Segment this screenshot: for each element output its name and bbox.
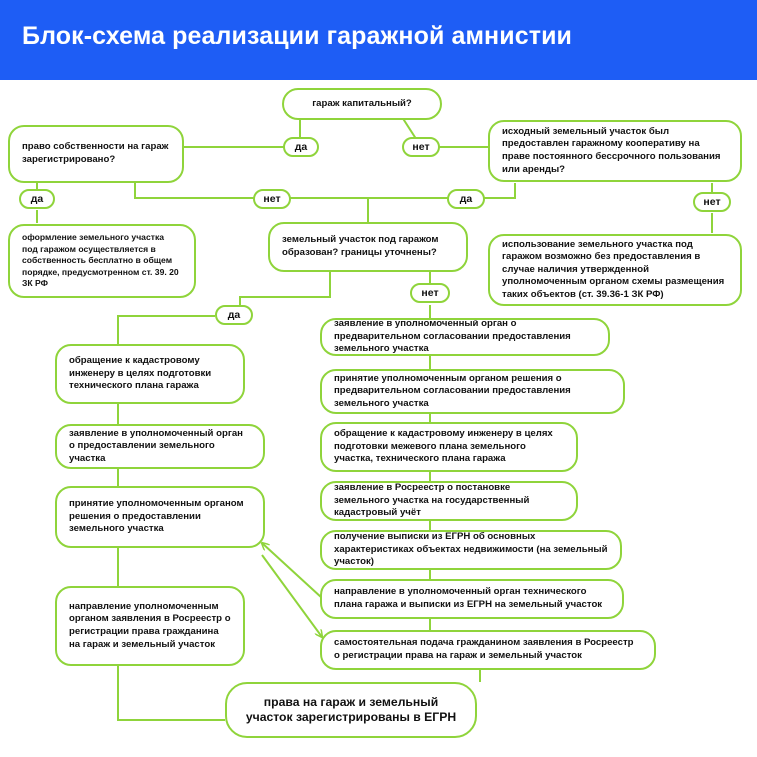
left-step-cadastral-engineer-text: обращение к кадастровому инженеру в целя… bbox=[69, 355, 212, 392]
right-step-egrn-extract: получение выписки из ЕГРН об основных ха… bbox=[320, 530, 622, 570]
label-no-land-provided: нет bbox=[693, 192, 731, 212]
final-rights-registered-text: права на гараж и земельный участок зарег… bbox=[245, 694, 457, 725]
decision-garage-capital-text: гараж капитальный? bbox=[312, 97, 412, 109]
label-no-ownership: нет bbox=[253, 189, 291, 209]
final-rights-registered: права на гараж и земельный участок зарег… bbox=[225, 682, 477, 738]
right-step-cadastral-engineer: обращение к кадастровому инженеру в целя… bbox=[320, 422, 578, 472]
right-step-rosreestr-registration: заявление в Росреестр о постановке земел… bbox=[320, 481, 578, 521]
right-step-preliminary-decision-text: принятие уполномоченным органом решения … bbox=[334, 372, 571, 409]
info-free-registration: оформление земельного участка под гаражо… bbox=[8, 224, 196, 298]
info-land-use-without-provision: использование земельного участка под гар… bbox=[488, 234, 742, 306]
label-yes-land-formed: да bbox=[215, 305, 253, 325]
decision-land-provided-text: исходный земельный участок был предостав… bbox=[502, 125, 721, 175]
label-yes-ownership: да bbox=[19, 189, 55, 209]
header-banner: Блок-схема реализации гаражной амнистии bbox=[0, 0, 757, 80]
left-step-authority-to-rosreestr: направление уполномоченным органом заявл… bbox=[55, 586, 245, 666]
right-step-rosreestr-registration-text: заявление в Росреестр о постановке земел… bbox=[334, 482, 530, 519]
label-yes-capital: да bbox=[283, 137, 319, 157]
info-free-registration-text: оформление земельного участка под гаражо… bbox=[22, 232, 179, 289]
decision-land-provided: исходный земельный участок был предостав… bbox=[488, 120, 742, 182]
left-step-authority-decision-text: принятие уполномоченным органом решения … bbox=[69, 498, 244, 535]
label-no-capital-text: нет bbox=[412, 141, 430, 153]
decision-garage-capital: гараж капитальный? bbox=[282, 88, 442, 120]
right-step-send-to-authority: направление в уполномоченный орган техни… bbox=[320, 579, 624, 619]
label-yes-land-formed-text: да bbox=[227, 309, 241, 321]
right-step-cadastral-engineer-text: обращение к кадастровому инженеру в целя… bbox=[334, 428, 553, 465]
label-no-land-formed: нет bbox=[410, 283, 450, 303]
label-yes-ownership-text: да bbox=[30, 193, 44, 205]
decision-ownership-registered: право собственности на гараж зарегистрир… bbox=[8, 125, 184, 183]
label-yes-land-provided-text: да bbox=[459, 193, 473, 205]
right-step-preliminary-application-text: заявление в уполномоченный орган о предв… bbox=[334, 318, 571, 355]
left-step-authority-decision: принятие уполномоченным органом решения … bbox=[55, 486, 265, 548]
label-yes-land-provided: да bbox=[447, 189, 485, 209]
right-step-self-application: самостоятельная подача гражданином заявл… bbox=[320, 630, 656, 670]
label-no-ownership-text: нет bbox=[263, 193, 281, 205]
label-no-land-formed-text: нет bbox=[421, 287, 439, 299]
right-step-preliminary-decision: принятие уполномоченным органом решения … bbox=[320, 369, 625, 414]
right-step-self-application-text: самостоятельная подача гражданином заявл… bbox=[334, 637, 634, 661]
left-step-application-authority-text: заявление в уполномоченный орган о предо… bbox=[69, 427, 243, 464]
label-no-capital: нет bbox=[402, 137, 440, 157]
info-land-use-without-provision-text: использование земельного участка под гар… bbox=[502, 238, 725, 300]
right-step-send-to-authority-text: направление в уполномоченный орган техни… bbox=[334, 586, 603, 610]
decision-land-formed-text: земельный участок под гаражом образован?… bbox=[282, 234, 439, 258]
label-yes-capital-text: да bbox=[294, 141, 308, 153]
decision-ownership-registered-text: право собственности на гараж зарегистрир… bbox=[22, 141, 169, 165]
left-step-application-authority: заявление в уполномоченный орган о предо… bbox=[55, 424, 265, 469]
right-step-preliminary-application: заявление в уполномоченный орган о предв… bbox=[320, 318, 610, 356]
right-step-egrn-extract-text: получение выписки из ЕГРН об основных ха… bbox=[334, 531, 608, 568]
page-title: Блок-схема реализации гаражной амнистии bbox=[22, 22, 573, 50]
decision-land-formed: земельный участок под гаражом образован?… bbox=[268, 222, 468, 272]
label-no-land-provided-text: нет bbox=[703, 196, 721, 208]
left-step-cadastral-engineer: обращение к кадастровому инженеру в целя… bbox=[55, 344, 245, 404]
left-step-authority-to-rosreestr-text: направление уполномоченным органом заявл… bbox=[69, 600, 231, 650]
